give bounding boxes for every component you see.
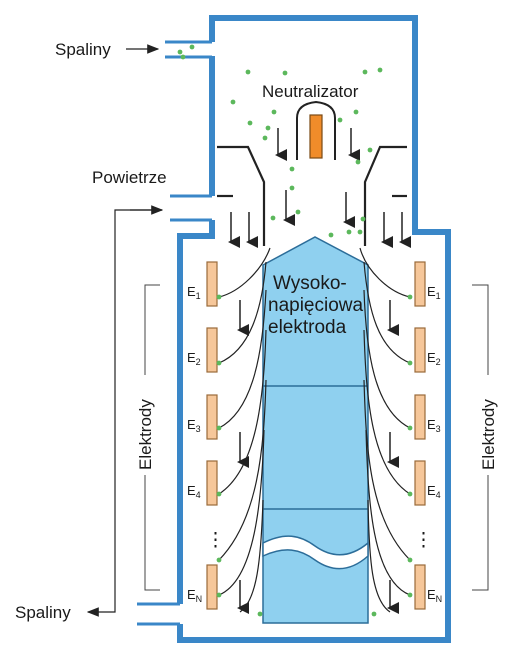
neutralizer-rod (309, 114, 323, 159)
exhaust-in-label: Spaliny (55, 40, 111, 59)
particle-dot (245, 69, 251, 75)
electrode-label: E4 (427, 483, 441, 500)
particle-dot (289, 185, 295, 191)
particle-dot (265, 125, 271, 131)
electrode-left-1: E1 (187, 261, 218, 307)
exhaust-out-label: Spaliny (15, 603, 71, 622)
hv-electrode-label-3: elektroda (268, 317, 347, 338)
electrode-right-5: EN (414, 564, 442, 610)
particle-dot (346, 229, 352, 235)
hv-electrode-break (262, 535, 369, 570)
electrode-label: E3 (187, 417, 201, 434)
particle-dot (362, 69, 368, 75)
electrode-label: EN (187, 587, 202, 604)
electrode-plate (414, 327, 426, 373)
hv-electrode (262, 236, 369, 624)
electrode-plate (414, 394, 426, 440)
particle-dot (262, 135, 268, 141)
particle-dot (355, 159, 361, 165)
particle-dot (377, 67, 383, 73)
particle-dot (407, 491, 413, 497)
particle-dot (353, 109, 359, 115)
electrode-label: E3 (427, 417, 441, 434)
particle-dot (371, 611, 377, 617)
electrode-left-5: EN (187, 564, 218, 610)
particle-dot (271, 109, 277, 115)
electrode-plate (206, 460, 218, 506)
particle-dot (216, 592, 222, 598)
particle-dot (216, 491, 222, 497)
electrode-plate (414, 261, 426, 307)
particle-dot (328, 232, 334, 238)
electrode-left-2: E2 (187, 327, 218, 373)
particle-dot (230, 99, 236, 105)
particle-dot (270, 215, 276, 221)
electrode-label: E1 (427, 284, 441, 301)
electrode-right-3: E3 (414, 394, 441, 440)
electrode-right-2: E2 (414, 327, 441, 373)
electrodes-label-right: Elektrody (479, 399, 498, 470)
particle-dot (295, 209, 301, 215)
ellipsis-right: ⋮ (414, 530, 433, 551)
particle-dot (407, 425, 413, 431)
electrode-plate (206, 394, 218, 440)
electrode-right-4: E4 (414, 460, 441, 506)
particle-dot (216, 425, 222, 431)
particle-dot (337, 117, 343, 123)
neutralizer-hood (296, 100, 336, 160)
particles (177, 44, 413, 617)
electrode-label: E2 (187, 350, 201, 367)
particle-dot (407, 294, 413, 300)
neutralizer-label: Neutralizator (262, 82, 359, 101)
electrode-plate (206, 327, 218, 373)
electrode-plate (414, 564, 426, 610)
electrode-left-3: E3 (187, 394, 218, 440)
ellipsis-left: ⋮ (206, 530, 225, 551)
electrode-label: E2 (427, 350, 441, 367)
upper-chamber-wall (177, 15, 451, 643)
electrodes-label-left: Elektrody (136, 399, 155, 470)
hv-electrode-label-2: napięciowa (268, 295, 363, 316)
electrode-label: E4 (187, 483, 201, 500)
particle-dot (177, 49, 183, 55)
particle-dot (407, 592, 413, 598)
electrode-brackets (144, 284, 489, 591)
particle-dot (247, 120, 253, 126)
electrode-right-1: E1 (414, 261, 441, 307)
particle-dot (367, 147, 373, 153)
particle-dot (189, 44, 195, 50)
hv-electrode-label-1: Wysoko- (273, 273, 347, 294)
io-arrows (86, 44, 164, 617)
flow-arrows (228, 128, 411, 614)
funnel-baffles (217, 145, 407, 246)
particle-dot (216, 360, 222, 366)
particle-dot (407, 360, 413, 366)
electrode-plate (206, 261, 218, 307)
particle-dot (257, 611, 263, 617)
housing (177, 15, 451, 643)
particle-dot (282, 70, 288, 76)
particle-dot (407, 557, 413, 563)
electrode-plate (206, 564, 218, 610)
electrode-label: EN (427, 587, 442, 604)
particle-dot (216, 294, 222, 300)
particle-dot (216, 557, 222, 563)
electrode-plate (414, 460, 426, 506)
particle-dot (180, 54, 186, 60)
particle-dot (289, 166, 295, 172)
particle-dot (360, 216, 366, 222)
air-inlet-wall (177, 220, 215, 604)
electrode-label: E1 (187, 284, 201, 301)
inlet-pipes (137, 40, 212, 626)
particle-dot (357, 229, 363, 235)
air-in-label: Powietrze (92, 168, 167, 187)
electrode-left-4: E4 (187, 460, 218, 506)
